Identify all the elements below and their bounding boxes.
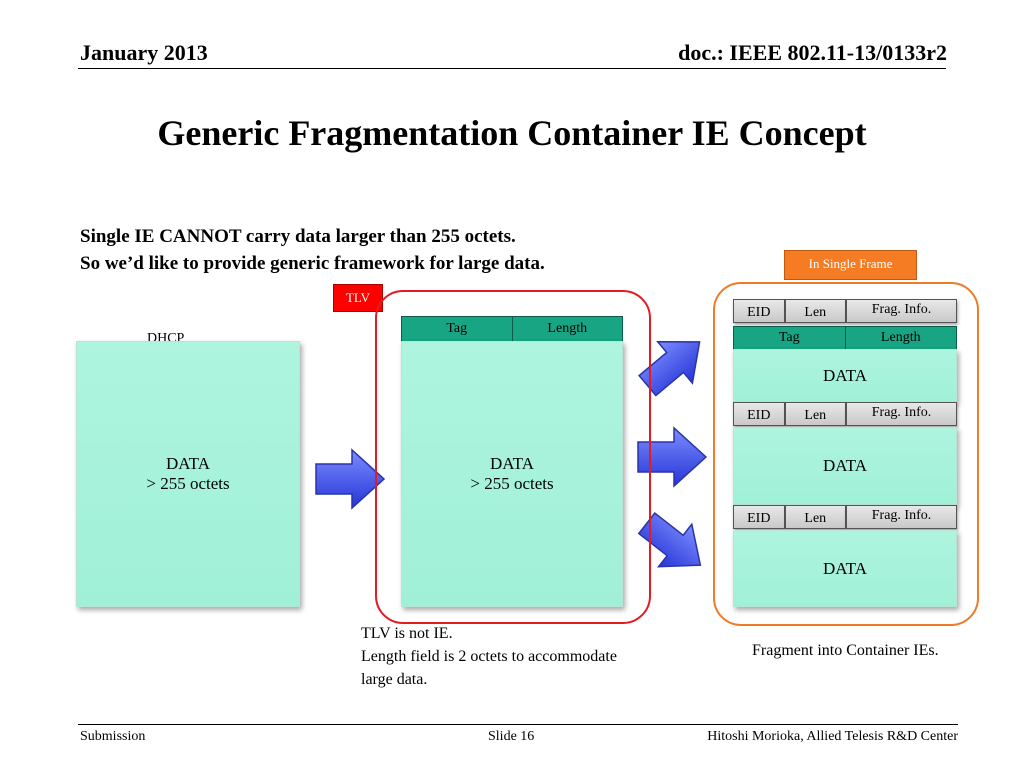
tlv-note-line-1: TLV is not IE. — [361, 625, 453, 642]
fragment-1-data: DATA — [823, 365, 867, 385]
fragment-1-eid: EID — [733, 299, 785, 323]
slide-title: Generic Fragmentation Container IE Conce… — [157, 113, 867, 153]
footer-slide-number: Slide 16 — [488, 729, 535, 744]
tlv-data-box: DATA > 255 octets — [401, 341, 623, 607]
fragment-1-tag-field: Tag — [778, 330, 800, 345]
tlv-tag: TLV — [333, 284, 383, 312]
fragment-2-data: DATA — [823, 456, 867, 475]
footer-author: Hitoshi Morioka, Allied Telesis R&D Cent… — [707, 729, 958, 744]
tlv-header-bar: Tag Length — [401, 316, 623, 342]
fragment-2-header: EID Len Frag. Info. — [733, 402, 957, 426]
fragment-3-header: EID Len Frag. Info. — [733, 505, 957, 529]
single-frame-note: Fragment into Container IEs. — [752, 642, 939, 659]
tlv-length-field: Length — [511, 317, 623, 341]
fragment-2-len: Len — [784, 402, 846, 426]
fragment-3-data-box: DATA — [733, 530, 957, 607]
fragment-1-frag-info: Frag. Info. — [846, 299, 957, 323]
dhcp-data-line-1: DATA — [166, 454, 210, 473]
tlv-data-line-1: DATA — [490, 454, 534, 473]
tlv-tag-field: Tag — [446, 321, 468, 336]
fragment-2-eid: EID — [733, 402, 785, 426]
arrow-down-right-icon — [637, 512, 702, 568]
arrow-right-icon — [315, 448, 386, 510]
fragment-1-inner-header: Tag Length — [733, 326, 957, 350]
fragment-3-len: Len — [784, 505, 846, 529]
tlv-outline — [375, 290, 651, 624]
header-doc-id: doc.: IEEE 802.11-13/0133r2 — [678, 40, 947, 65]
header-divider — [78, 68, 946, 69]
footer-divider — [78, 724, 958, 725]
footer-submission: Submission — [80, 729, 146, 744]
single-frame-outline — [713, 282, 979, 626]
fragment-3-frag-info: Frag. Info. — [846, 505, 957, 529]
fragment-2-data-box: DATA — [733, 427, 957, 505]
fragment-1-data-box: DATA — [733, 349, 957, 402]
intro-line-1: Single IE CANNOT carry data larger than … — [80, 226, 516, 247]
single-frame-tag: In Single Frame — [784, 250, 917, 280]
tlv-note-line-3: large data. — [361, 671, 428, 688]
fragment-3-eid: EID — [733, 505, 785, 529]
fragment-3-data: DATA — [823, 558, 867, 578]
dhcp-data-line-2: > 255 octets — [146, 474, 230, 493]
fragment-1-length-field: Length — [844, 327, 957, 349]
arrow-up-right-icon — [638, 340, 701, 397]
fragment-2-frag-info: Frag. Info. — [846, 402, 957, 426]
intro-text: Single IE CANNOT carry data larger than … — [80, 223, 545, 277]
header-date: January 2013 — [80, 40, 208, 65]
arrow-right-icon-middle — [637, 426, 708, 488]
dhcp-data-box: DATA > 255 octets — [76, 341, 300, 607]
fragment-1-header: EID Len Frag. Info. — [733, 299, 957, 323]
fragment-1-len: Len — [784, 299, 846, 323]
tlv-note: TLV is not IE. Length field is 2 octets … — [361, 622, 617, 691]
intro-line-2: So we’d like to provide generic framewor… — [80, 253, 545, 274]
tlv-data-line-2: > 255 octets — [470, 474, 554, 493]
tlv-note-line-2: Length field is 2 octets to accommodate — [361, 648, 617, 665]
